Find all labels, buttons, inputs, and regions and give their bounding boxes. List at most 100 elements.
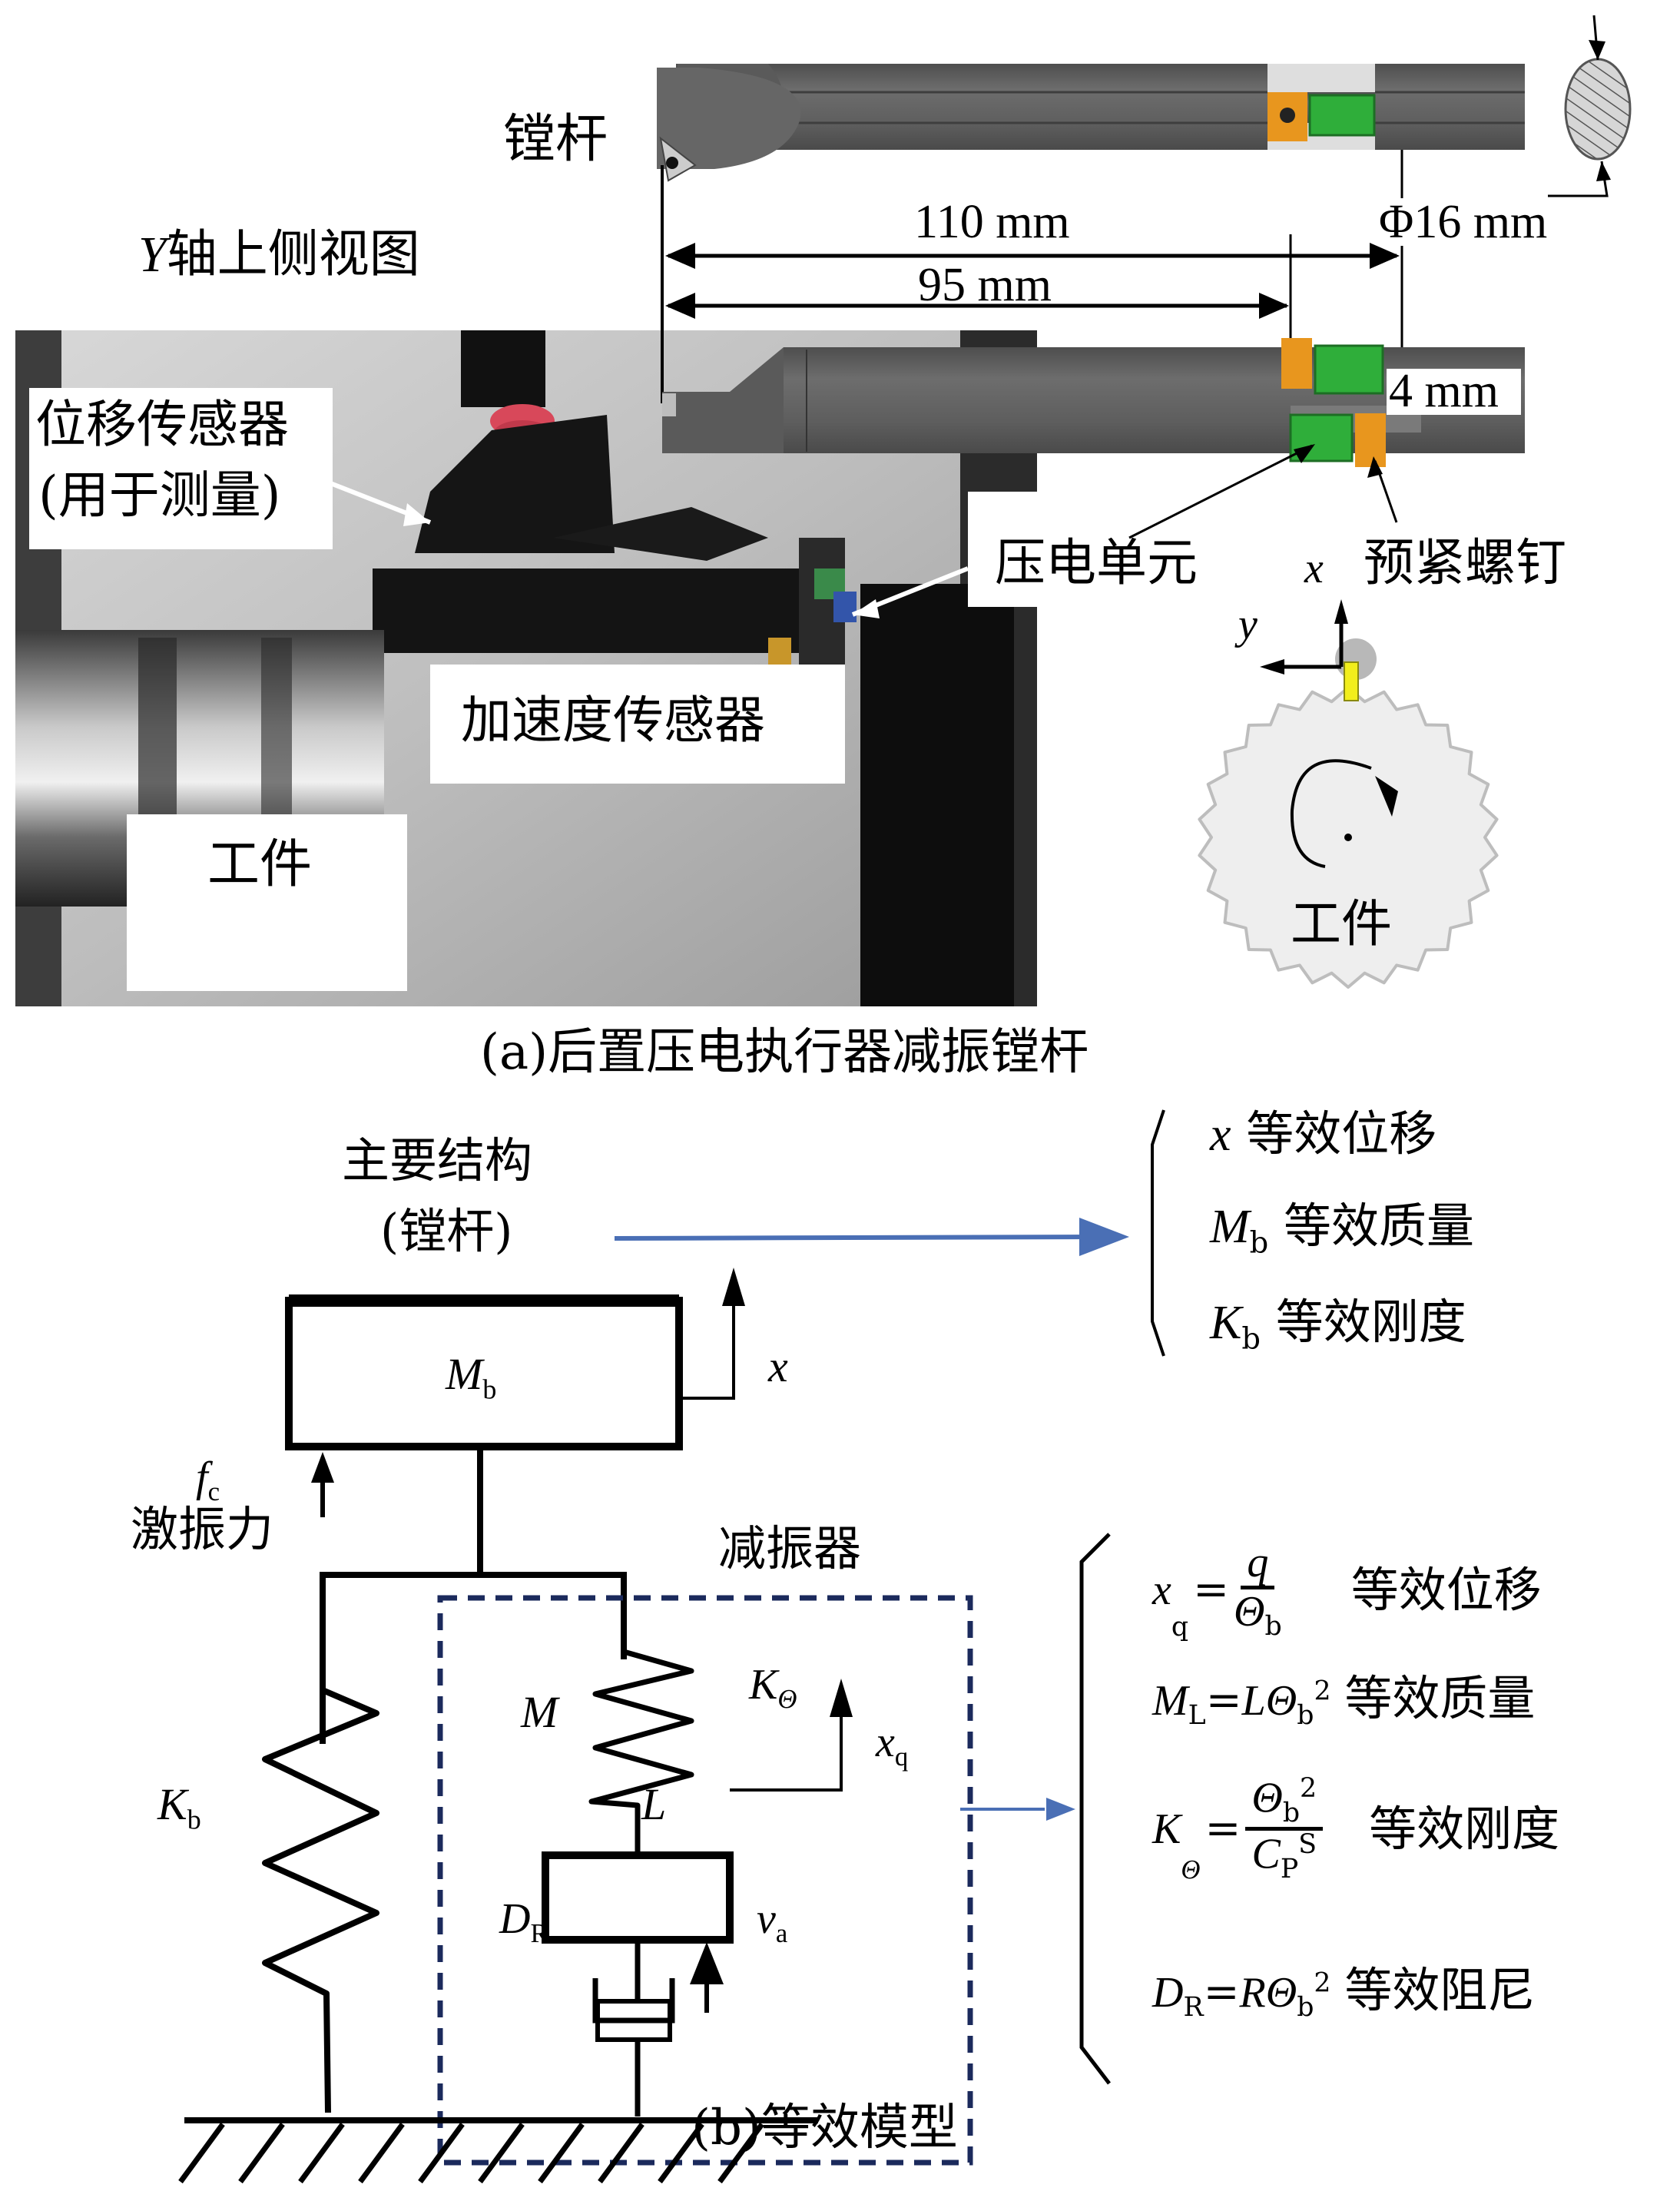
DR-sub: R bbox=[530, 1918, 548, 1949]
damper-legend-brace bbox=[1079, 1533, 1111, 2085]
symbol-Kb: Kb bbox=[157, 1782, 201, 1835]
eq-desc: 等效质量 bbox=[1344, 1670, 1536, 1726]
bottom-screw-lower bbox=[1355, 413, 1386, 467]
eq-rhs-sub: b bbox=[1297, 1992, 1314, 2024]
eq-desc: 等效位移 bbox=[1350, 1562, 1542, 1619]
axis-x-label: x bbox=[1304, 545, 1324, 592]
legend-symbol: x bbox=[1210, 1109, 1231, 1161]
eq-lhs: K bbox=[1152, 1805, 1181, 1853]
bottom-boring-bar bbox=[662, 338, 1525, 467]
piezo-unit-label: 压电单元 bbox=[995, 533, 1198, 592]
symbol-fc: fc bbox=[196, 1456, 220, 1506]
eq-fraction: q Θb bbox=[1234, 1540, 1282, 1642]
va-sub: a bbox=[775, 1918, 788, 1949]
legend-desc: 等效刚度 bbox=[1275, 1294, 1466, 1350]
Kb-base: K bbox=[157, 1779, 187, 1829]
fc-sub: c bbox=[207, 1477, 220, 1507]
dim-95-label: 95 mm bbox=[918, 259, 1052, 311]
displacement-sensor-label-box bbox=[29, 388, 333, 549]
Mb-sub: b bbox=[482, 1374, 497, 1405]
main-structure-sublabel: (镗杆) bbox=[380, 1203, 513, 1259]
workpiece-photo-label: 工件 bbox=[207, 834, 313, 895]
tool-insert bbox=[1344, 661, 1359, 701]
eq-rhs-sup: 2 bbox=[1314, 1967, 1331, 1999]
accelerometer-label-box bbox=[430, 665, 845, 784]
main-legend-row-1: Mb 等效质量 bbox=[1210, 1202, 1474, 1258]
ground-hatch-line bbox=[358, 2122, 405, 2184]
eq-lhs: M bbox=[1152, 1677, 1188, 1725]
preload-screw-label: 预紧螺钉 bbox=[1364, 533, 1566, 592]
workpiece-schematic-label: 工件 bbox=[1291, 894, 1392, 953]
rotation-arrow bbox=[1290, 759, 1372, 868]
workpiece-photo-label-box bbox=[127, 814, 407, 991]
eq-den-sub: b bbox=[1264, 1610, 1282, 1642]
eq-lhs: x bbox=[1152, 1566, 1171, 1615]
sensor-spring bbox=[461, 330, 545, 407]
eq-den-sub: P bbox=[1280, 1854, 1299, 1885]
boring-bar-label: 镗杆 bbox=[503, 109, 608, 170]
eq-numerator: q bbox=[1241, 1540, 1275, 1589]
ground-hatch-line bbox=[418, 2122, 465, 2184]
symbol-Mb: Mb bbox=[446, 1352, 496, 1404]
eq-denominator: Θ bbox=[1234, 1587, 1265, 1636]
eq-rhs: LΘ bbox=[1241, 1677, 1297, 1725]
fc-base: f bbox=[196, 1453, 208, 1501]
main-legend-row-0: x 等效位移 bbox=[1210, 1109, 1436, 1161]
top-piezo bbox=[1308, 94, 1376, 137]
eq-num-sub: b bbox=[1282, 1797, 1301, 1828]
xq-sub: q bbox=[894, 1742, 909, 1772]
damper-legend-row-1: ML=LΘb2 等效质量 bbox=[1152, 1670, 1536, 1732]
legend-sub: b bbox=[1241, 1321, 1261, 1357]
y-axis-view-text: 轴上侧视图 bbox=[166, 224, 420, 283]
legend-symbol: K bbox=[1210, 1297, 1242, 1349]
bottom-piezo-upper bbox=[1314, 344, 1384, 395]
eq-lhs-sub: Θ bbox=[1181, 1854, 1201, 1884]
diameter-label: Φ16 mm bbox=[1379, 196, 1548, 248]
eq-lhs-sub: R bbox=[1183, 1992, 1204, 2024]
ground-hatch-line bbox=[538, 2122, 585, 2184]
eq-lhs-sub: L bbox=[1188, 1700, 1206, 1732]
symbol-L: L bbox=[641, 1779, 667, 1829]
eq-fraction: Θb2 CPS bbox=[1245, 1773, 1324, 1885]
main-legend-arrow bbox=[614, 1235, 1092, 1241]
ground-hatch-line bbox=[717, 2122, 764, 2184]
legend-symbol: M bbox=[1210, 1201, 1250, 1253]
ground-hatch-line bbox=[658, 2122, 704, 2184]
Mb-base: M bbox=[446, 1349, 483, 1399]
ground-hatch-line bbox=[178, 2122, 225, 2184]
main-legend-row-2: Kb 等效刚度 bbox=[1210, 1298, 1466, 1354]
y-axis-view-label: Y轴上侧视图 bbox=[138, 229, 420, 280]
damper-legend-row-3: DR=RΘb2 等效阻尼 bbox=[1152, 1962, 1536, 2024]
ground-hatch bbox=[178, 2122, 764, 2184]
dim-110-label: 110 mm bbox=[914, 196, 1070, 248]
y-axis-var: Y bbox=[138, 227, 167, 283]
symbol-va: va bbox=[757, 1898, 787, 1947]
symbol-DR: DR bbox=[499, 1898, 548, 1947]
ground-hatch-line bbox=[598, 2122, 644, 2184]
KTheta-sub: Θ bbox=[777, 1684, 797, 1715]
eq-num-sup: 2 bbox=[1300, 1773, 1317, 1804]
piezo-label-box bbox=[968, 492, 1306, 607]
eq-lhs: D bbox=[1152, 1969, 1184, 2017]
eq-rhs-sub: b bbox=[1297, 1700, 1314, 1732]
eq-desc: 等效阻尼 bbox=[1344, 1962, 1536, 2018]
eq-rhs: RΘ bbox=[1239, 1969, 1297, 2017]
eq-desc: 等效刚度 bbox=[1369, 1800, 1560, 1857]
eq-den-sup: S bbox=[1298, 1829, 1317, 1861]
main-legend-brace bbox=[1151, 1109, 1165, 1357]
eq-denominator: C bbox=[1251, 1830, 1281, 1878]
legend-desc: 等效质量 bbox=[1283, 1198, 1474, 1254]
symbol-xq: xq bbox=[876, 1721, 908, 1771]
bottom-screw-upper bbox=[1281, 338, 1312, 389]
top-boring-bar bbox=[657, 64, 1525, 182]
eq-lhs-sub: q bbox=[1171, 1611, 1189, 1642]
ground-hatch-line bbox=[238, 2122, 285, 2184]
symbol-x: x bbox=[768, 1341, 788, 1391]
mass-L bbox=[542, 1851, 734, 1944]
photo-boring-bar bbox=[373, 568, 803, 653]
damper-label: 减振器 bbox=[718, 1520, 862, 1576]
KTheta-base: K bbox=[749, 1661, 778, 1709]
